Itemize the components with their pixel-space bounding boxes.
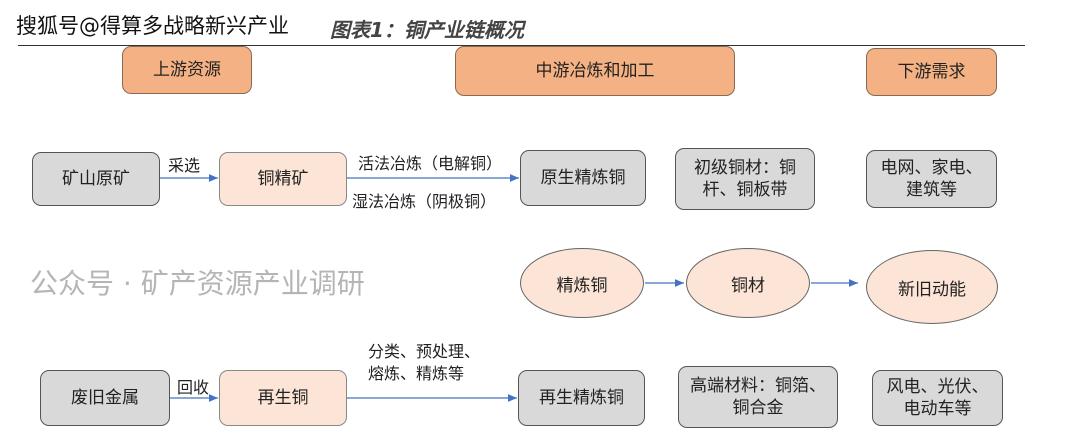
refined-copper-ellipse: 精炼铜 [520,248,644,318]
primary-refined-box: 原生精炼铜 [520,150,646,206]
watermark-bottom: 公众号 · 矿产资源产业调研 [30,267,365,300]
ore-box: 矿山原矿 [32,152,160,206]
mining-label: 采选 [168,156,201,175]
smelting-top-label: 活法冶炼（电解铜） [358,154,503,173]
secondary-refined-box: 再生精炼铜 [518,370,645,426]
title-divider [18,45,1025,46]
process-label-2: 熔炼、精炼等 [368,364,465,383]
recycle-label: 回收 [177,378,210,397]
energy-ellipse: 新旧动能 [866,250,998,324]
primary-materials-box: 初级铜材：铜杆、铜板带 [675,148,815,210]
scrap-metal-box: 废旧金属 [40,370,170,426]
smelting-bottom-label: 湿法冶炼（阴极铜） [352,192,497,211]
header-midstream: 中游冶炼和加工 [455,46,735,96]
copper-materials-ellipse: 铜材 [686,248,810,318]
concentrate-box: 铜精矿 [219,152,347,206]
recycled-copper-box: 再生铜 [219,370,347,426]
header-upstream: 上游资源 [122,46,252,94]
chart-title: 图表1：铜产业链概况 [330,18,524,42]
demand-box-2: 风电、光伏、电动车等 [872,370,1003,426]
watermark-top: 搜狐号@得算多战略新兴产业 [16,14,289,38]
advanced-materials-box: 高端材料：铜箔、铜合金 [678,366,838,428]
header-downstream: 下游需求 [866,48,997,96]
demand-box-1: 电网、家电、建筑等 [866,150,997,208]
process-label-1: 分类、预处理、 [368,342,481,361]
